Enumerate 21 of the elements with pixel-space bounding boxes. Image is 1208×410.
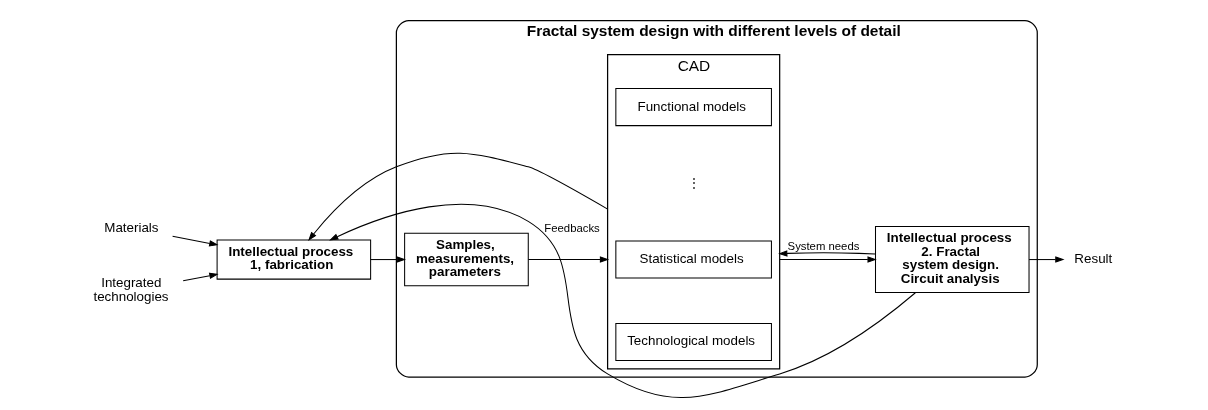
- arrow: [172, 235, 219, 247]
- arrow: [779, 256, 877, 263]
- arrow: [182, 272, 219, 282]
- arrow: [1028, 256, 1065, 263]
- arrow: [370, 256, 406, 263]
- arrow: [308, 152, 609, 241]
- node-text: Integrated technologies: [93, 274, 169, 305]
- arrow: [527, 256, 610, 263]
- node-text: Result: [1074, 251, 1113, 267]
- node-box: Intellectual process 2. Fractal system design. Circuit analysis: [875, 226, 1030, 294]
- node-box: Intellectual process 1, fabrication: [216, 239, 372, 280]
- node-box: Technological models: [615, 322, 772, 362]
- node-box: Samples, measurements, parameters: [404, 232, 529, 287]
- arrow: [778, 250, 876, 257]
- node-box: Functional models: [615, 88, 772, 127]
- edge-label: Feedbacks: [544, 221, 600, 234]
- label: ⋮: [687, 175, 700, 190]
- arrow: [329, 203, 916, 399]
- node-box: Statistical models: [615, 240, 772, 279]
- edge-label: System needs: [787, 240, 860, 253]
- node-text: Materials: [104, 220, 159, 236]
